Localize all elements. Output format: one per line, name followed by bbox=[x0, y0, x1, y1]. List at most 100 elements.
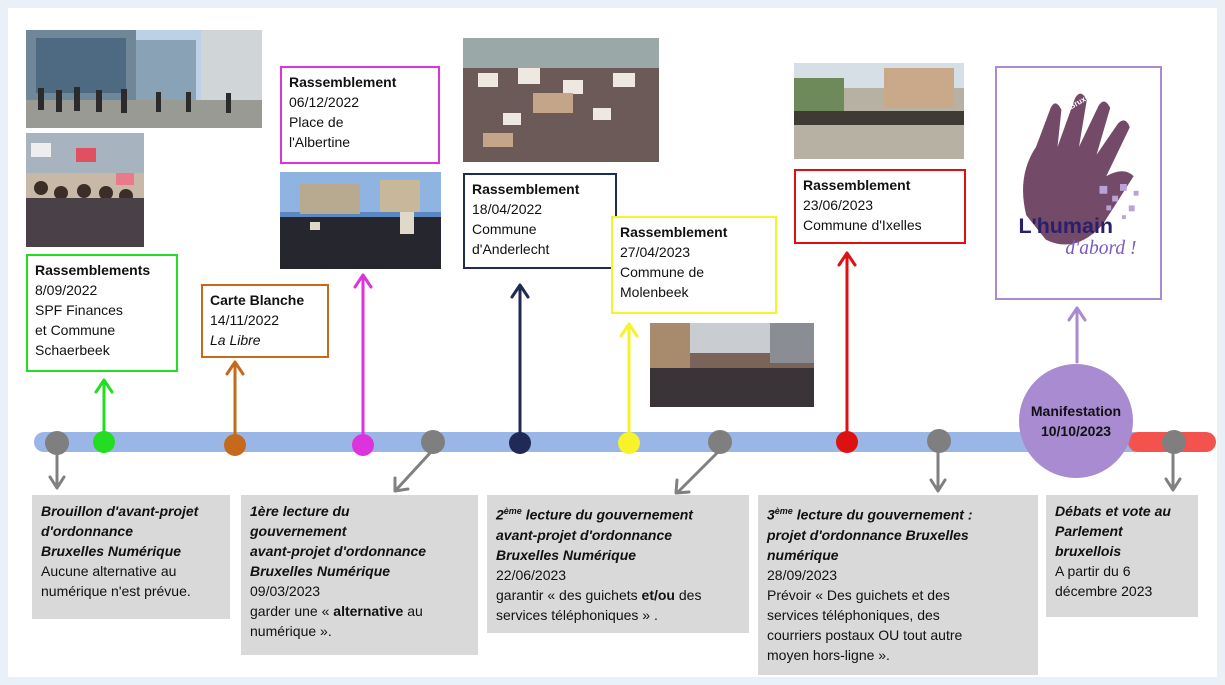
step-date: 28/09/2023 bbox=[767, 566, 838, 583]
step-body: courriers postaux OU tout autre bbox=[767, 626, 963, 643]
step-body: A partir du 6 bbox=[1055, 563, 1131, 579]
step-body: numérique n'est prévue. bbox=[41, 583, 191, 599]
photo-schaerbeek-rally bbox=[26, 133, 144, 247]
step-title: gouvernement bbox=[250, 523, 347, 539]
event-place: Molenbeek bbox=[620, 284, 689, 300]
step-title: d'ordonnance bbox=[41, 523, 133, 539]
poster-text-2: d'abord ! bbox=[1065, 238, 1136, 259]
poster-text-1: L'humain bbox=[1018, 214, 1113, 238]
step-title: Parlement bbox=[1055, 523, 1123, 539]
event-place: Commune de bbox=[620, 264, 705, 280]
timeline-dot-gray-5 bbox=[1162, 430, 1186, 454]
event-date: 18/04/2022 bbox=[472, 201, 543, 217]
manifestation-date: 10/10/2023 bbox=[1040, 423, 1112, 439]
step-body: Aucune alternative au bbox=[41, 563, 177, 579]
gray-arrow-1 bbox=[48, 450, 66, 490]
red-arrow bbox=[837, 251, 857, 442]
timeline-dot-gray-2 bbox=[421, 430, 445, 454]
gray-arrow-5 bbox=[1164, 450, 1182, 492]
event-source: La Libre bbox=[210, 332, 261, 348]
event-date: 06/12/2022 bbox=[289, 94, 360, 110]
event-carte-blanche-box: Carte Blanche 14/11/2022 La Libre bbox=[201, 284, 329, 358]
step-premiere-lecture-box: 1ère lecture du gouvernement avant-proje… bbox=[241, 495, 478, 655]
step-title: avant-projet d'ordonnance bbox=[496, 526, 673, 543]
navy-arrow bbox=[510, 283, 530, 442]
event-place: l'Albertine bbox=[289, 134, 351, 150]
step-title: Bruxelles Numérique bbox=[41, 543, 182, 559]
event-date: 8/09/2022 bbox=[35, 282, 98, 298]
timeline-dot-gray-1 bbox=[45, 431, 69, 455]
photo-ixelles-rally bbox=[794, 63, 964, 159]
event-title: Rassemblement bbox=[803, 177, 911, 193]
orange-arrow bbox=[225, 360, 245, 442]
timeline-dot-orange bbox=[224, 434, 246, 456]
event-date: 23/06/2023 bbox=[803, 197, 874, 213]
event-date: 27/04/2023 bbox=[620, 244, 691, 260]
step-title: Débats et vote au bbox=[1055, 503, 1171, 519]
timeline-dot-magenta bbox=[352, 434, 374, 456]
photo-albertine-rally bbox=[280, 172, 441, 269]
step-body: numérique ». bbox=[250, 623, 332, 639]
yellow-arrow bbox=[619, 322, 639, 442]
magenta-arrow bbox=[353, 273, 373, 442]
step-title: 3ème lecture du gouvernement : bbox=[767, 506, 973, 523]
event-title: Carte Blanche bbox=[210, 292, 305, 308]
event-place: Commune d'Ixelles bbox=[803, 217, 922, 233]
event-place: Place de bbox=[289, 114, 344, 130]
photo-spf-finances-building bbox=[26, 30, 262, 128]
poster-humain-dabord: # Bruxelles numérique ? L'humain d'abord… bbox=[995, 66, 1162, 300]
event-title: Rassemblements bbox=[35, 262, 151, 278]
step-body: services téléphoniques » . bbox=[496, 606, 658, 623]
step-troisieme-lecture-box: 3ème lecture du gouvernement : projet d'… bbox=[758, 495, 1038, 675]
gray-arrow-2 bbox=[393, 450, 433, 493]
timeline-dot-gray-4 bbox=[927, 429, 951, 453]
event-title: Rassemblement bbox=[620, 224, 728, 240]
step-body: moyen hors-ligne ». bbox=[767, 646, 890, 663]
timeline-dot-red bbox=[836, 431, 858, 453]
event-ixelles-box: Rassemblement 23/06/2023 Commune d'Ixell… bbox=[794, 169, 966, 244]
step-body: services téléphoniques, des bbox=[767, 606, 940, 623]
purple-arrow bbox=[1067, 306, 1087, 364]
event-place: et Commune bbox=[35, 322, 116, 338]
event-albertine-box: Rassemblement 06/12/2022 Place de l'Albe… bbox=[280, 66, 440, 164]
step-title: 1ère lecture du bbox=[250, 503, 350, 519]
step-title: Bruxelles Numérique bbox=[496, 546, 637, 563]
step-title: bruxellois bbox=[1055, 543, 1122, 559]
step-title: Brouillon d'avant-projet bbox=[41, 503, 199, 519]
step-title: numérique bbox=[767, 546, 839, 563]
photo-molenbeek-rally bbox=[650, 323, 814, 407]
event-anderlecht-box: Rassemblement 18/04/2022 Commune d'Ander… bbox=[463, 173, 617, 269]
event-date: 14/11/2022 bbox=[210, 312, 280, 328]
event-title: Rassemblement bbox=[472, 181, 580, 197]
step-title: 2ème lecture du gouvernement bbox=[496, 506, 693, 523]
step-title: Bruxelles Numérique bbox=[250, 563, 391, 579]
step-debats-vote-box: Débats et vote au Parlement bruxellois A… bbox=[1046, 495, 1198, 617]
step-body: garantir « des guichets et/ou des bbox=[496, 586, 702, 603]
event-place: Commune bbox=[472, 221, 537, 237]
gray-arrow-4 bbox=[929, 450, 947, 493]
step-title: avant-projet d'ordonnance bbox=[250, 543, 427, 559]
step-date: 09/03/2023 bbox=[250, 583, 321, 599]
step-body: Prévoir « Des guichets et des bbox=[767, 586, 950, 603]
event-schaerbeek-box: Rassemblements 8/09/2022 SPF Finances et… bbox=[26, 254, 178, 372]
step-body: garder une « alternative au bbox=[250, 603, 423, 619]
event-place: SPF Finances bbox=[35, 302, 123, 318]
step-deuxieme-lecture-box: 2ème lecture du gouvernement avant-proje… bbox=[487, 495, 749, 633]
step-title: projet d'ordonnance Bruxelles bbox=[767, 526, 969, 543]
green-arrow bbox=[94, 378, 114, 442]
step-date: 22/06/2023 bbox=[496, 566, 567, 583]
timeline-bar bbox=[34, 432, 1144, 452]
timeline-dot-yellow bbox=[618, 432, 640, 454]
event-place: Schaerbeek bbox=[35, 342, 110, 358]
event-place: d'Anderlecht bbox=[472, 241, 550, 257]
timeline-dot-gray-3 bbox=[708, 430, 732, 454]
manifestation-title: Manifestation bbox=[1030, 403, 1122, 419]
manifestation-circle: Manifestation 10/10/2023 bbox=[1019, 364, 1133, 478]
photo-anderlecht-rally bbox=[463, 38, 659, 162]
timeline-dot-green bbox=[93, 431, 115, 453]
event-molenbeek-box: Rassemblement 27/04/2023 Commune de Mole… bbox=[611, 216, 777, 314]
step-brouillon-box: Brouillon d'avant-projet d'ordonnance Br… bbox=[32, 495, 230, 619]
step-body: décembre 2023 bbox=[1055, 583, 1153, 599]
timeline-dot-navy bbox=[509, 432, 531, 454]
